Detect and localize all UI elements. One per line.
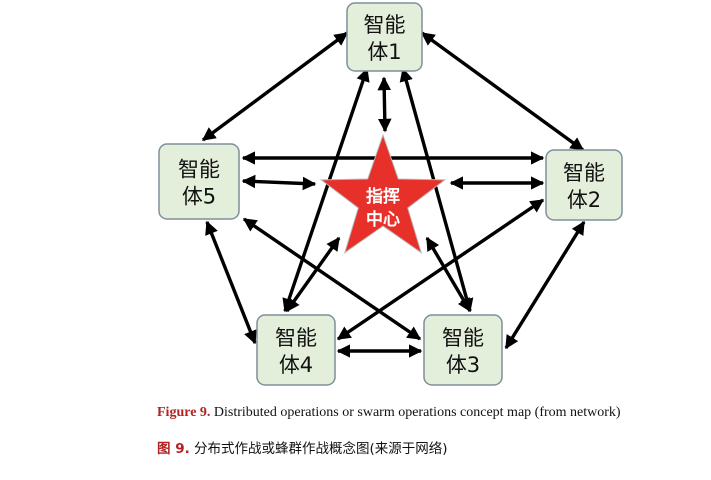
arrow-1-5	[201, 31, 349, 142]
connection-arrows	[201, 31, 586, 358]
agent-node-label-line2: 体4	[279, 353, 313, 377]
figure-text-zh: 分布式作战或蜂群作战概念图(来源于网络)	[189, 441, 448, 457]
agent-node-box	[545, 149, 623, 221]
agent-node-box	[256, 314, 336, 386]
agent-node-label-line1: 智能	[275, 326, 317, 350]
agent-node-label-line2: 体2	[567, 188, 601, 212]
center-label-line1: 指挥	[366, 186, 400, 207]
agent-node-label-line2: 体5	[182, 185, 216, 209]
agent-node-label-line1: 智能	[178, 158, 220, 182]
arrow-center-4	[285, 236, 341, 313]
agent-node-label-line1: 智能	[563, 161, 605, 185]
arrow-1-2	[420, 31, 585, 152]
star-shape	[319, 133, 447, 254]
figure-text-en: Distributed operations or swarm operatio…	[210, 405, 621, 420]
center-label-line2: 中心	[366, 209, 400, 230]
arrow-1-center	[377, 76, 392, 133]
arrow-center-3	[425, 236, 472, 313]
figure-tag-en: Figure 9.	[157, 405, 211, 420]
arrow-5-center	[241, 174, 317, 191]
arrow-2-3	[504, 220, 586, 350]
agent-node-box	[423, 314, 503, 386]
agent-node-label-line2: 体1	[367, 40, 401, 64]
figure-caption-en: Figure 9. Distributed operations or swar…	[157, 404, 627, 421]
figure-tag-zh: 图 9.	[157, 441, 190, 457]
agent-node-label-line1: 智能	[364, 13, 406, 37]
agent-node-box	[158, 143, 240, 220]
figure-caption-zh: 图 9. 分布式作战或蜂群作战概念图(来源于网络)	[157, 441, 627, 458]
arrow-5-4	[205, 220, 257, 345]
agent-node-label-line2: 体3	[446, 353, 480, 377]
agent-node-label-line1: 智能	[442, 326, 484, 350]
agent-node-box	[346, 2, 423, 72]
command-center: 指挥 中心	[319, 133, 447, 254]
